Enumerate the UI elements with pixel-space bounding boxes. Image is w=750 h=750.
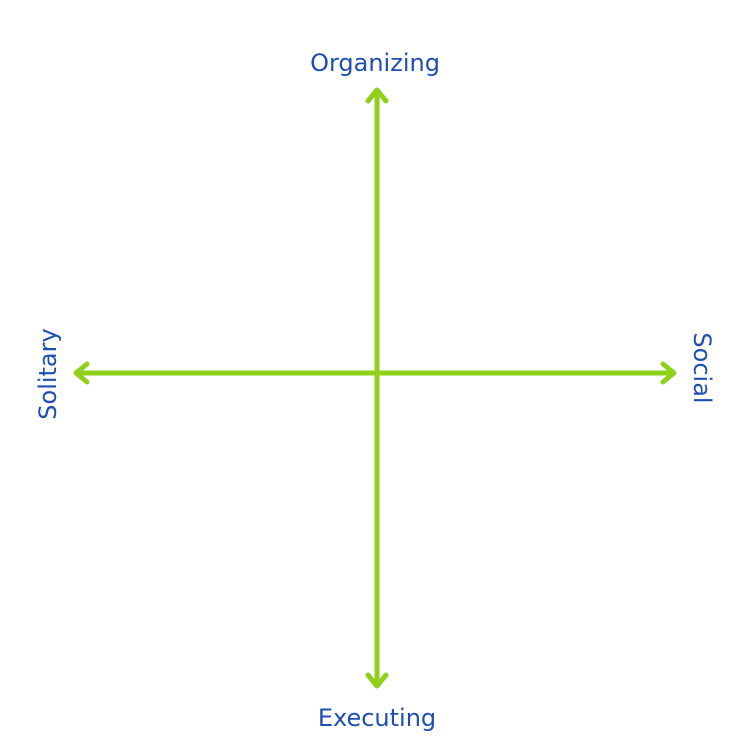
arrowhead-down-icon: [365, 672, 389, 689]
label-top: Organizing: [310, 49, 440, 77]
arrowhead-left-icon: [73, 361, 90, 385]
label-bottom: Executing: [317, 704, 437, 732]
label-right: Social: [688, 332, 716, 404]
arrowhead-up-icon: [365, 87, 389, 104]
label-left: Solitary: [34, 328, 62, 420]
arrowhead-right-icon: [660, 361, 677, 385]
